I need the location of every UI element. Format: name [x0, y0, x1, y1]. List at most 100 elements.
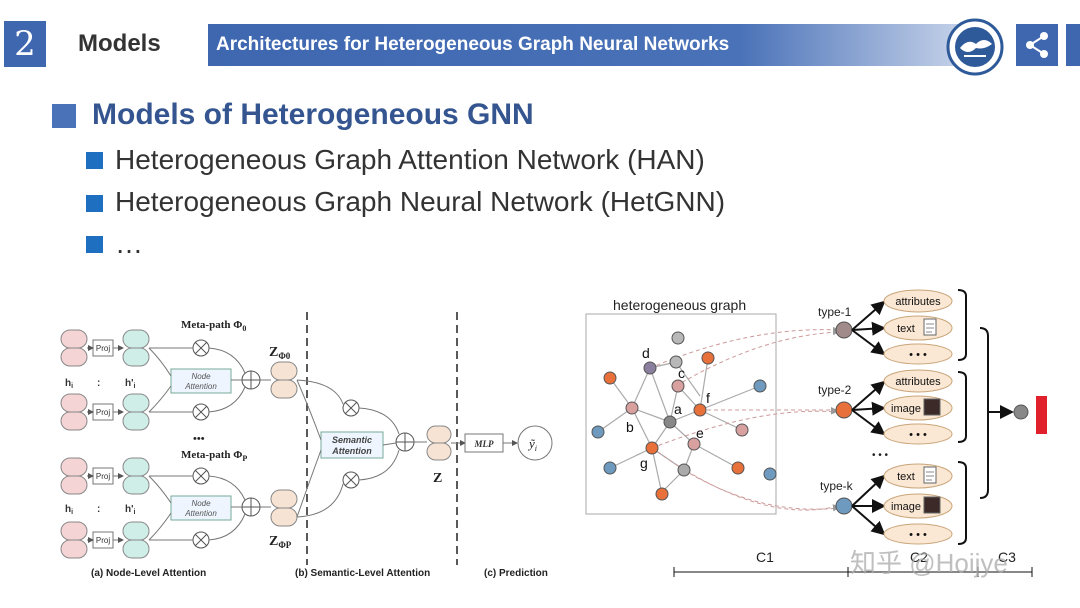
- z-node: [426, 442, 452, 461]
- node-label-f: f: [706, 390, 710, 406]
- graph-node-b: [625, 401, 639, 415]
- image-thumbnail-icon: [923, 398, 941, 416]
- proj-label: Proj: [96, 344, 110, 353]
- caption-prediction: (c) Prediction: [484, 568, 548, 579]
- semantic-attention-label: Semantic: [332, 435, 372, 445]
- graph-node: [677, 463, 691, 477]
- input-node: [60, 329, 88, 349]
- bullet-ellipsis: …: [115, 228, 143, 259]
- section-title: Models: [78, 30, 161, 57]
- input-node: [60, 411, 88, 431]
- graph-node: [603, 461, 617, 475]
- proj-label: Proj: [96, 536, 110, 545]
- bullet-han: Heterogeneous Graph Attention Network (H…: [115, 144, 705, 175]
- projected-node: [122, 521, 150, 541]
- section-number-badge: 2: [4, 21, 46, 67]
- projected-node: [122, 411, 150, 431]
- z-label: Z: [433, 471, 442, 486]
- image-label: image: [891, 501, 921, 513]
- output-embedding: [1036, 396, 1047, 434]
- caption-node-level: (a) Node-Level Attention: [91, 568, 206, 579]
- attributes-label: attributes: [895, 376, 941, 388]
- c2-label: C2: [910, 549, 928, 565]
- han-diagram: Proj Proj Proj Proj hi : h'i hi : h'i Me…: [60, 312, 553, 579]
- more-label: • • •: [909, 429, 927, 441]
- projected-node: [122, 539, 150, 559]
- node-attention-label: Attention: [184, 382, 217, 391]
- graph-node-a: [663, 415, 677, 429]
- node-label-g: g: [640, 455, 648, 471]
- input-node: [60, 347, 88, 367]
- graph-node-g: [645, 441, 659, 455]
- node-attention-label: Node: [191, 499, 211, 508]
- hi-label: hi: [65, 378, 73, 390]
- page-heading: Models of Heterogeneous GNN: [92, 98, 534, 131]
- node-label-b: b: [626, 419, 634, 435]
- feature-more: [883, 343, 953, 365]
- university-seal-icon: [946, 18, 1004, 76]
- z-node: [426, 425, 452, 444]
- bracket: [957, 461, 967, 545]
- dots-label: :: [97, 378, 100, 389]
- type2-label: type-2: [818, 383, 852, 397]
- graph-box: [585, 313, 777, 515]
- graph-node-c: [671, 379, 685, 393]
- graph-node: [731, 461, 745, 475]
- hetgnn-diagram: heterogeneous graph: [585, 289, 1047, 578]
- projected-node: [122, 329, 150, 349]
- bullet-hetgnn: Heterogeneous Graph Neural Network (HetG…: [115, 186, 726, 217]
- semantic-attention-label: Attention: [331, 446, 372, 456]
- proj-label: Proj: [96, 472, 110, 481]
- bracket: [957, 371, 967, 443]
- graph-node: [603, 371, 617, 385]
- input-node: [60, 457, 88, 477]
- z-phip-node: [270, 507, 298, 527]
- outer-bracket: [979, 327, 989, 499]
- input-node: [60, 475, 88, 495]
- dots-label: :: [97, 504, 100, 515]
- graph-node: [591, 425, 605, 439]
- node-attention-box: [170, 495, 232, 521]
- prediction-node: [517, 425, 553, 461]
- watermark: 知乎 @Hoijye: [850, 548, 1008, 578]
- node-attention-label: Node: [191, 372, 211, 381]
- title-banner: Architectures for Heterogeneous Graph Ne…: [208, 24, 968, 66]
- ellipsis-label: •••: [193, 433, 205, 445]
- share-icon: [1026, 32, 1048, 58]
- typek-label: type-k: [820, 479, 854, 493]
- graph-node: [763, 467, 777, 481]
- banner-title: Architectures for Heterogeneous Graph Ne…: [216, 34, 730, 55]
- graph-node-e: [687, 437, 701, 451]
- share-button[interactable]: [1016, 24, 1058, 66]
- z-phi0-node: [270, 379, 298, 399]
- bullet-marker: [86, 152, 103, 169]
- text-label: text: [897, 323, 915, 335]
- meta-path-p-label: Meta-path ΦP: [181, 449, 247, 463]
- node-label-a: a: [674, 401, 682, 417]
- caption-semantic-level: (b) Semantic-Level Attention: [295, 568, 430, 579]
- bullet-marker: [86, 195, 103, 212]
- hprime-label: h'i: [125, 378, 136, 390]
- node-label-d: d: [642, 345, 650, 361]
- graph-node: [655, 487, 669, 501]
- z-phi0-label: ZΦ0: [269, 345, 291, 361]
- feature-more: [883, 523, 953, 545]
- graph-node: [753, 379, 767, 393]
- graph-node: [671, 331, 685, 345]
- graph-node-f: [693, 403, 707, 417]
- node-attention-label: Attention: [184, 509, 217, 518]
- meta-path-0-label: Meta-path Φ0: [181, 319, 246, 333]
- graph-node: [735, 423, 749, 437]
- attributes-label: attributes: [895, 296, 941, 308]
- more-label: • • •: [909, 529, 927, 541]
- projected-node: [122, 393, 150, 413]
- feature-text: [883, 315, 953, 341]
- feature-text: [883, 463, 953, 489]
- c1-label: C1: [756, 549, 774, 565]
- semantic-attention-box: [320, 431, 384, 459]
- feature-more: [883, 423, 953, 445]
- type1-label: type-1: [818, 305, 852, 319]
- graph-node: [669, 355, 683, 369]
- hprime-label: h'i: [125, 504, 136, 516]
- type1-node: [835, 321, 853, 339]
